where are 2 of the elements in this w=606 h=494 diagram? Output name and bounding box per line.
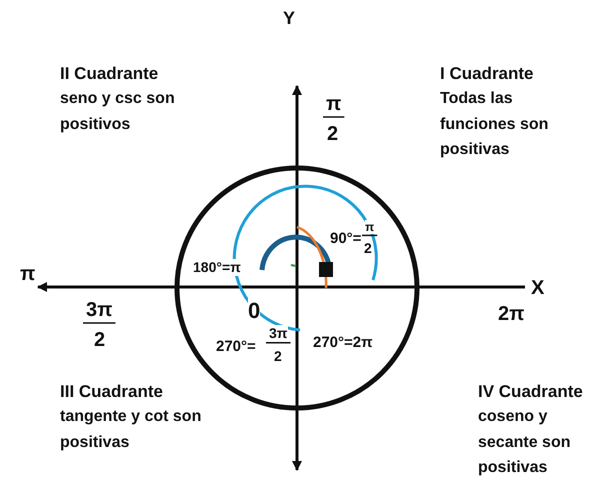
angle-label: 180°=π <box>193 259 241 276</box>
fraction-numerator: π <box>365 220 374 234</box>
